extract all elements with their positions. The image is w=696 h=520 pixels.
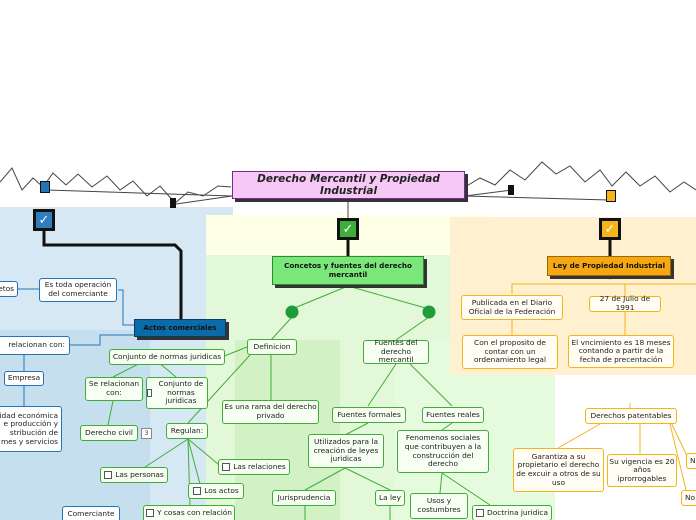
node-dot[interactable] (285, 305, 299, 319)
node-relacionan-con-label: relacionan con: (8, 340, 65, 350)
node-se-relacionan[interactable]: Se relacionan con: (85, 377, 143, 401)
node-las-relaciones-label: Las relaciones (233, 461, 286, 471)
left-branch-header[interactable]: Actos comerciales (134, 319, 226, 337)
node-conjunto-normas-2[interactable]: Conjunto de normas juridicas (146, 377, 208, 409)
node-empresa-label: Empresa (7, 373, 41, 383)
node-fuentes-label: Fuentes del derecho mercantil (374, 338, 418, 365)
node-proposito[interactable]: Con el proposito de contar con un ordena… (462, 335, 558, 369)
node-vencimiento-label: El vncimiento es 18 meses contando a par… (571, 337, 671, 364)
node-vencimiento[interactable]: El vncimiento es 18 meses contando a par… (568, 335, 674, 368)
node-regulan-label: Regulan: (170, 425, 204, 435)
node-definicion[interactable]: Definicion (247, 339, 297, 355)
node-las-relaciones[interactable]: Las relaciones (218, 459, 290, 475)
node-etos-label: etos (0, 283, 14, 293)
node-n2[interactable]: No (681, 490, 696, 506)
node-es-rama[interactable]: Es una rama del derecho privado (222, 400, 319, 424)
checkbox-icon[interactable] (146, 509, 154, 517)
node-derecho-civil[interactable]: Derecho civil (80, 425, 138, 441)
node-conjunto-normas-label: Conjunto de normas juridicas (112, 351, 222, 361)
node-la-ley-label: La ley (379, 492, 401, 502)
right-branch-marker-icon[interactable] (606, 190, 616, 202)
node-es-toda-operacion-label: Es toda operación del comerciante (44, 280, 112, 298)
node-conjunto-normas[interactable]: Conjunto de normas juridicas (109, 349, 225, 365)
node-y-cosas[interactable]: Y cosas con relación (143, 505, 235, 520)
node-usos[interactable]: Usos y costumbres (410, 493, 468, 519)
node-fenomenos-label: Fenomenos sociales que contribuyen a la … (404, 433, 482, 469)
node-empresa[interactable]: Empresa (4, 371, 44, 386)
node-vigencia-label: Su vigencia es 20 años iprorrogables (609, 456, 675, 483)
node-n1-label: N (690, 455, 696, 465)
center-check-icon[interactable]: ✓ (337, 218, 359, 240)
checkbox-icon[interactable] (476, 509, 484, 517)
right-collapse-icon[interactable] (508, 185, 514, 195)
node-fecha[interactable]: 27 de Julio de 1991 (589, 294, 661, 312)
node-fenomenos[interactable]: Fenomenos sociales que contribuyen a la … (397, 430, 489, 473)
checkbox-icon[interactable] (222, 463, 231, 471)
node-jurisprudencia[interactable]: Jurisprudencia (272, 490, 336, 506)
node-publicada-label: Publicada en el Diario Oficial de la Fed… (468, 297, 556, 316)
node-las-personas-label: Las personas (115, 469, 164, 479)
node-usos-label: Usos y costumbres (417, 496, 461, 514)
node-se-relacionan-label: Se relacionan con: (88, 379, 140, 397)
node-actividad-economica-label: idad económica e producción y stribución… (0, 410, 58, 446)
right-branch-header-label: Ley de Propiedad Industrial (552, 260, 666, 270)
center-branch-header[interactable]: Concetos y fuentes del derecho mercantil (272, 256, 424, 285)
node-la-ley[interactable]: La ley (375, 490, 405, 506)
node-publicada[interactable]: Publicada en el Diario Oficial de la Fed… (461, 295, 563, 320)
node-dot[interactable] (422, 305, 436, 319)
node-es-toda-operacion[interactable]: Es toda operación del comerciante (39, 278, 117, 302)
child-count-badge[interactable]: 3 (141, 428, 152, 439)
node-fecha-label: 27 de Julio de 1991 (599, 294, 651, 312)
left-branch-marker-icon[interactable] (40, 181, 50, 193)
node-fuentes-formales[interactable]: Fuentes formales (332, 407, 406, 423)
node-derechos-patentables-label: Derechos patentables (590, 410, 672, 420)
left-collapse-icon[interactable] (170, 198, 176, 208)
node-utilizados[interactable]: Utilizados para la creación de leyes jur… (308, 434, 384, 468)
node-derecho-civil-label: Derecho civil (85, 427, 133, 437)
node-utilizados-label: Utilizados para la creación de leyes jur… (313, 437, 379, 464)
right-check-icon[interactable]: ✓ (599, 218, 621, 240)
node-relacionan-con[interactable]: relacionan con: (0, 336, 70, 355)
node-n1[interactable]: N (686, 453, 696, 469)
checkbox-icon[interactable] (104, 471, 113, 479)
node-fuentes-formales-label: Fuentes formales (337, 409, 401, 419)
node-comerciante[interactable]: Comerciante (62, 506, 120, 520)
right-branch-header[interactable]: Ley de Propiedad Industrial (547, 256, 671, 276)
node-y-cosas-label: Y cosas con relación (157, 508, 232, 517)
node-definicion-label: Definicion (253, 341, 291, 351)
node-fuentes-reales[interactable]: Fuentes reales (422, 407, 484, 423)
node-regulan[interactable]: Regulan: (166, 423, 208, 439)
node-garantiza-label: Garantiza a su propietario el derecho de… (516, 451, 601, 487)
left-check-icon[interactable]: ✓ (33, 209, 55, 231)
node-n2-label: No (685, 492, 696, 502)
node-doctrina-label: Doctrina juridica (487, 507, 548, 517)
node-fuentes-reales-label: Fuentes reales (426, 409, 480, 419)
central-topic[interactable]: Derecho Mercantil y Propiedad Industrial (232, 171, 465, 199)
node-etos[interactable]: etos (0, 281, 18, 297)
node-jurisprudencia-label: Jurisprudencia (277, 492, 331, 502)
node-actividad-economica[interactable]: idad económica e producción y stribución… (0, 406, 62, 452)
node-comerciante-label: Comerciante (67, 508, 115, 518)
node-los-actos[interactable]: Los actos (188, 483, 244, 499)
left-branch-header-label: Actos comerciales (143, 322, 217, 332)
center-branch-header-label: Concetos y fuentes del derecho mercantil (284, 261, 412, 279)
node-es-rama-label: Es una rama del derecho privado (224, 402, 317, 420)
checkbox-icon[interactable] (147, 389, 152, 397)
child-count-badge-label: 3 (144, 430, 149, 437)
central-topic-label: Derecho Mercantil y Propiedad Industrial (257, 172, 440, 197)
node-proposito-label: Con el proposito de contar con un ordena… (473, 338, 546, 365)
node-derechos-patentables[interactable]: Derechos patentables (585, 408, 677, 424)
node-las-personas[interactable]: Las personas (100, 467, 168, 483)
node-los-actos-label: Los actos (204, 485, 239, 495)
node-doctrina[interactable]: Doctrina juridica (472, 505, 552, 520)
node-vigencia[interactable]: Su vigencia es 20 años iprorrogables (607, 454, 677, 487)
node-conjunto-normas-2-label: Conjunto de normas juridicas (158, 379, 204, 406)
node-garantiza[interactable]: Garantiza a su propietario el derecho de… (513, 448, 604, 492)
checkbox-icon[interactable] (193, 487, 202, 495)
node-fuentes[interactable]: Fuentes del derecho mercantil (363, 338, 429, 365)
